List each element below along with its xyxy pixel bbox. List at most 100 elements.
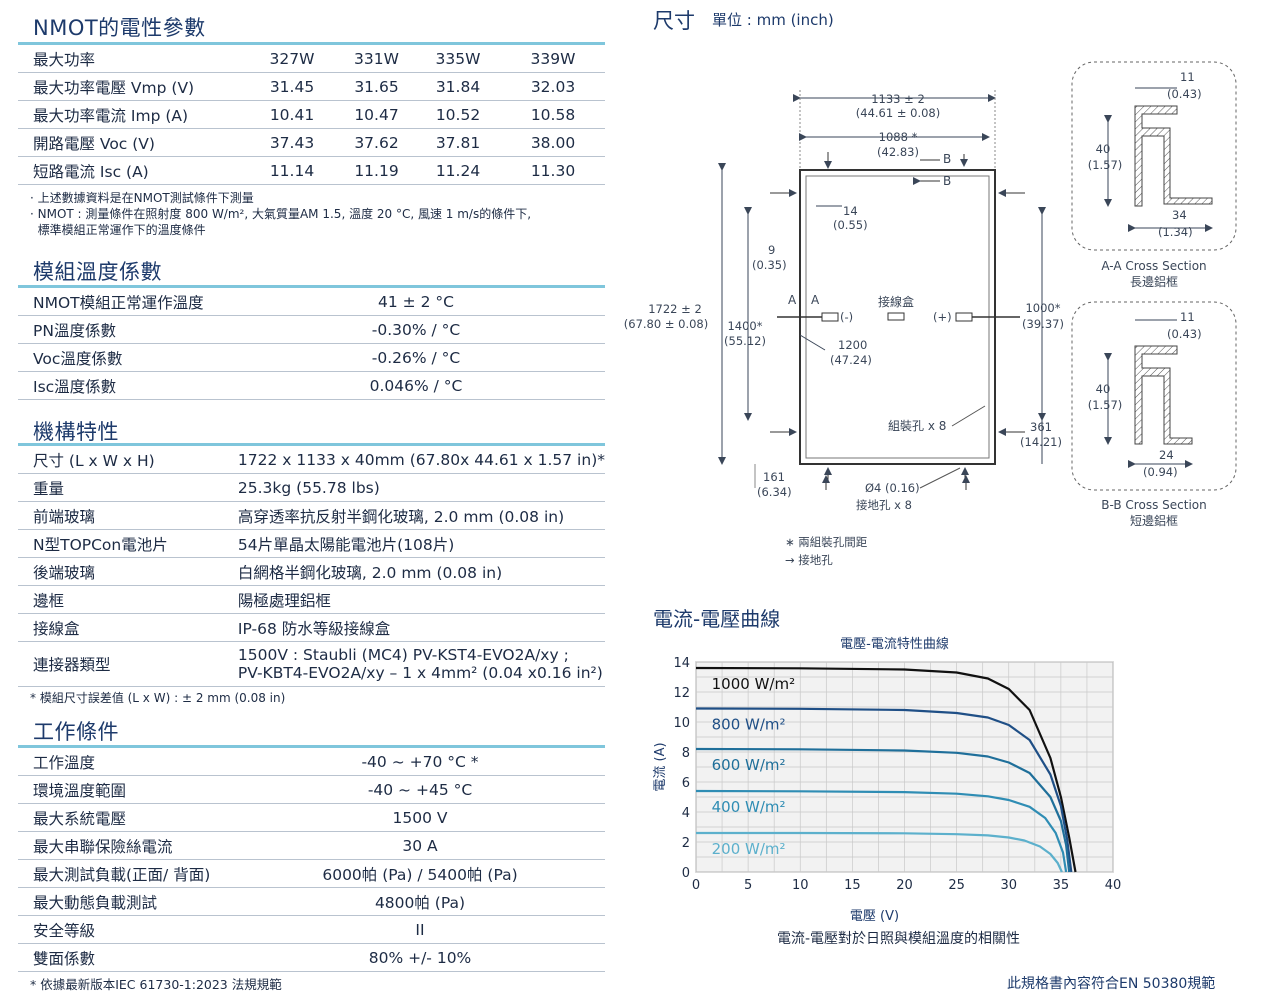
- nmot-row-value: 10.58: [501, 100, 605, 129]
- mech-row-label: N型TOPCon電池片: [18, 529, 238, 558]
- nmot-row-label: 開路電壓 Voc (V): [18, 128, 246, 157]
- nmot-row-value: 37.81: [415, 128, 501, 157]
- temp-row: PN溫度係數-0.30% / °C: [18, 315, 605, 344]
- y-tick-label: 8: [682, 746, 690, 761]
- work-row-value: 6000帕 (Pa) / 5400帕 (Pa): [270, 859, 570, 888]
- nmot-note-line: · 上述數據資料是在NMOT測試條件下測量: [30, 191, 254, 205]
- y-tick-label: 2: [682, 836, 690, 851]
- y-tick-label: 12: [673, 686, 690, 701]
- work-row-label: 最大系統電壓: [18, 803, 270, 832]
- bb-dim-11-in: (0.43): [1167, 327, 1202, 341]
- height-inner: 1400*: [727, 319, 762, 333]
- nmot-row-value: 38.00: [501, 128, 605, 157]
- dim-9-in: (0.35): [752, 258, 787, 272]
- nmot-row-label: 最大功率: [18, 45, 246, 73]
- bb-title: B-B Cross Section: [1101, 498, 1206, 512]
- mech-row-label: 連接器類型: [18, 641, 238, 687]
- nmot-row-value: 339W: [501, 45, 605, 73]
- jbox-label: 接線盒: [878, 294, 914, 309]
- temp-row-label: Voc溫度係數: [18, 343, 266, 372]
- mech-row-label: 邊框: [18, 585, 238, 614]
- aa-subtitle: 長邊鋁框: [1130, 275, 1178, 289]
- mech-row-value: IP-68 防水等級接線盒: [237, 613, 605, 642]
- bb-cross-section-box: [1071, 301, 1237, 491]
- nmot-row-value: 31.84: [415, 72, 501, 101]
- aa-dim-40-in: (1.57): [1088, 158, 1123, 172]
- aa-dim-34: 34: [1172, 208, 1187, 222]
- module-dimension-drawing: 1133 ± 2 (44.61 ± 0.08) 1088 * (42.83) B…: [624, 61, 1237, 567]
- series-line-2: [695, 747, 1071, 873]
- work-row-value: II: [270, 915, 570, 944]
- mech-table: 尺寸 (L x W x H)1722 x 1133 x 40mm (67.80x…: [18, 446, 605, 687]
- height-overall: 1722 ± 2: [648, 302, 702, 316]
- series-label-0: 1000 W/m²: [712, 675, 795, 693]
- dim-14: 14: [843, 204, 858, 218]
- plus-terminal: (+): [933, 310, 952, 324]
- nmot-row-value: 331W: [338, 45, 415, 73]
- mount-holes-label: 組裝孔 x 8: [888, 419, 946, 433]
- series-line-3: [695, 789, 1068, 873]
- mech-row-label: 後端玻璃: [18, 557, 238, 586]
- legend-mount-spacing: ∗ 兩組裝孔間距: [785, 535, 868, 549]
- bb-dim-40-in: (1.57): [1088, 398, 1123, 412]
- dim-1200: 1200: [838, 338, 867, 352]
- bb-dim-24-in: (0.94): [1143, 465, 1178, 479]
- mech-title: 機構特性: [33, 420, 119, 444]
- mech-row: 邊框陽極處理鋁框: [18, 585, 605, 614]
- mech-title-rule: [18, 443, 605, 446]
- nmot-row-value: 335W: [415, 45, 501, 73]
- series-label-1: 800 W/m²: [712, 716, 786, 734]
- temp-row: Voc溫度係數-0.26% / °C: [18, 343, 605, 372]
- nmot-row-label: 最大功率電壓 Vmp (V): [18, 72, 246, 101]
- y-tick-label: 0: [682, 866, 690, 881]
- y-tick-label: 14: [673, 656, 690, 671]
- nmot-row-value: 31.45: [246, 72, 338, 101]
- x-tick-label: 40: [1105, 878, 1122, 893]
- nmot-row-value: 11.24: [415, 156, 501, 185]
- x-tick-label: 10: [792, 878, 809, 893]
- work-note: * 依據最新版本IEC 61730-1:2023 法規規範: [30, 977, 282, 992]
- work-row-value: -40 ~ +45 °C: [270, 775, 570, 804]
- work-row-value: 1500 V: [270, 803, 570, 832]
- work-row-label: 最大動態負載測試: [18, 887, 270, 916]
- minus-terminal: (-): [840, 310, 853, 324]
- dim-1000-in: (39.37): [1022, 317, 1064, 331]
- dims-title: 尺寸: [653, 9, 695, 33]
- aa-title: A-A Cross Section: [1101, 259, 1206, 273]
- iv-section-title: 電流-電壓曲線: [653, 607, 781, 631]
- temp-row-label: PN溫度係數: [18, 315, 266, 344]
- dim-161-in: (6.34): [757, 485, 792, 499]
- nmot-row-label: 最大功率電流 Imp (A): [18, 100, 246, 129]
- bb-dim-24: 24: [1159, 448, 1174, 462]
- chart-title: 電壓-電流特性曲線: [840, 636, 949, 652]
- width-overall-in: (44.61 ± 0.08): [856, 106, 940, 120]
- work-row-value: -40 ~ +70 °C *: [270, 748, 570, 776]
- y-tick-label: 10: [673, 716, 690, 731]
- nmot-row-value: 31.65: [338, 72, 415, 101]
- work-row: 最大測試負載(正面/ 背面)6000帕 (Pa) / 5400帕 (Pa): [18, 859, 605, 888]
- y-tick-label: 6: [682, 776, 690, 791]
- mech-row-value: 54片單晶太陽能電池片(108片): [237, 529, 605, 558]
- aa-dim-11: 11: [1180, 70, 1195, 84]
- temp-row-value: -0.30% / °C: [266, 315, 566, 344]
- nmot-row-value: 32.03: [501, 72, 605, 101]
- dim-161: 161: [763, 470, 785, 484]
- bb-dim-40: 40: [1096, 382, 1111, 396]
- mech-row: 前端玻璃高穿透率抗反射半鋼化玻璃, 2.0 mm (0.08 in): [18, 501, 605, 530]
- nmot-note-line: 標準模組正常運作下的溫度條件: [30, 223, 206, 237]
- nmot-row-value: 10.47: [338, 100, 415, 129]
- work-title-rule: [18, 745, 605, 748]
- dim-14-in: (0.55): [833, 218, 868, 232]
- temp-row-value: 0.046% / °C: [266, 371, 566, 400]
- mech-row-label: 重量: [18, 473, 238, 502]
